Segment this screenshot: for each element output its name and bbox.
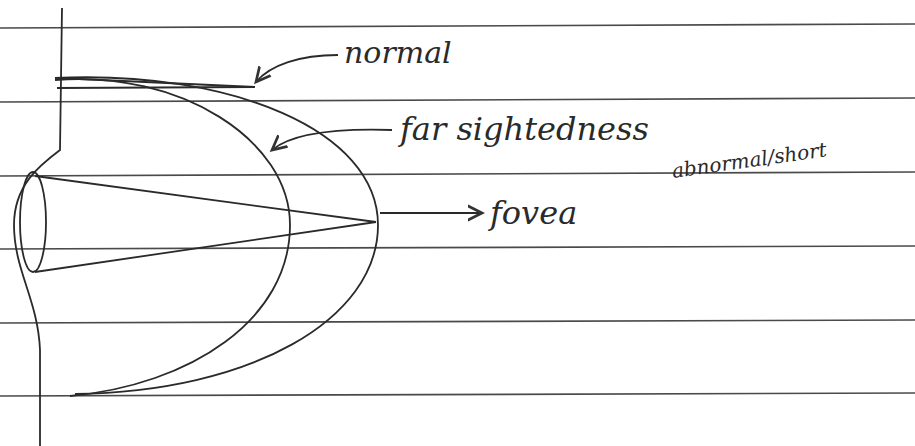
leader-arrow bbox=[272, 130, 392, 150]
lens bbox=[20, 172, 46, 272]
retina-curve-normal bbox=[55, 77, 378, 394]
leader-arrow bbox=[380, 212, 482, 214]
light-ray bbox=[35, 176, 376, 222]
retina-curve-far bbox=[55, 79, 290, 396]
eye-outline bbox=[14, 8, 62, 446]
text-label: fovea bbox=[490, 196, 577, 231]
text-label: far sightedness bbox=[400, 112, 649, 147]
leader-arrow bbox=[256, 55, 338, 82]
ruled-lines bbox=[0, 24, 915, 396]
light-ray bbox=[57, 87, 255, 88]
light-ray bbox=[57, 78, 255, 87]
text-label: abnormal/short bbox=[670, 138, 828, 181]
text-label: normal bbox=[344, 36, 452, 69]
light-ray bbox=[35, 222, 376, 272]
